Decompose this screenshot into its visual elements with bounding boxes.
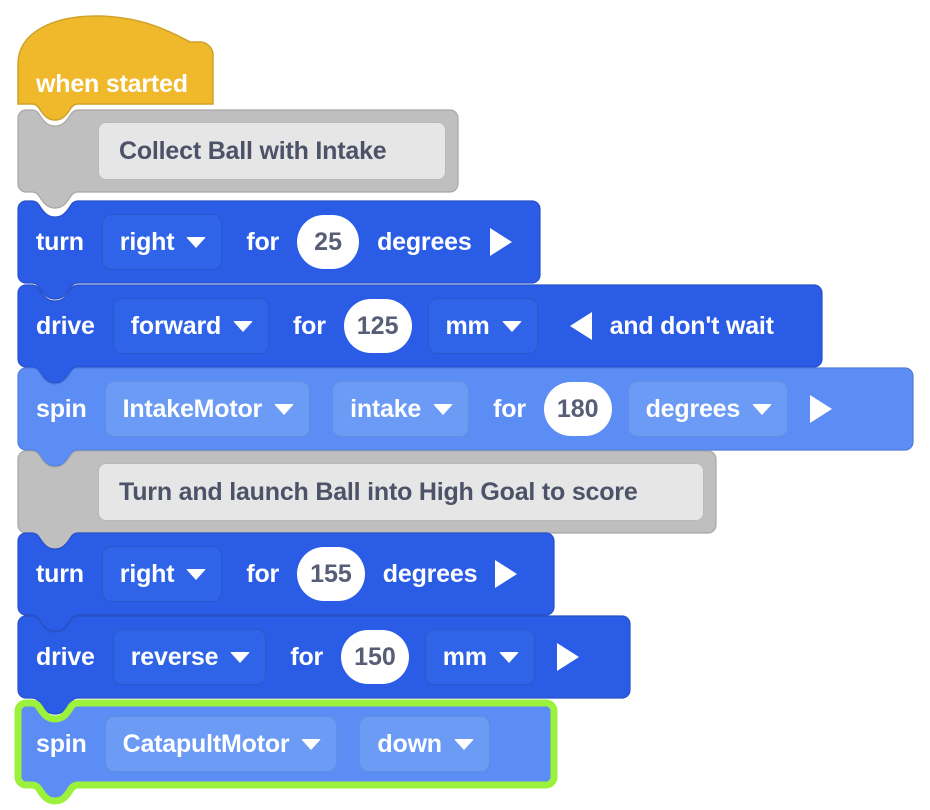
chevron-down-icon [186,236,207,248]
spin-unit-dropdown-1[interactable]: degrees [627,381,789,437]
turn-unit-label-1: degrees [377,227,472,256]
drive-distance-value-1: 125 [356,311,399,340]
comment-text-1: Collect Ball with Intake [119,136,387,165]
drive-direction-dropdown-2[interactable]: reverse [112,629,267,685]
spin-motor-dropdown-2[interactable]: CatapultMotor [104,716,338,772]
turn-block-content-2: turn right for 155 degrees [34,543,518,605]
chevron-down-icon [301,738,322,750]
spin-unit-value-1: degrees [645,394,741,423]
block-turn-right-155-degrees[interactable]: turn right for 155 degrees [17,532,555,632]
spin-verb-label-1: spin [36,394,87,423]
drive-unit-value-1: mm [445,311,490,340]
drive-unit-dropdown-1[interactable]: mm [427,298,538,354]
chevron-down-icon [498,651,519,663]
spin-for-label-1: for [493,394,526,423]
chevron-down-icon [230,651,251,663]
turn-degrees-input-2[interactable]: 155 [297,547,365,601]
turn-degrees-value-2: 155 [310,559,352,588]
triangle-left-icon[interactable] [569,312,592,340]
comment-text-field-1[interactable]: Collect Ball with Intake [98,122,446,180]
block-when-started[interactable]: when started [17,14,214,126]
spin-motor-value-2: CatapultMotor [122,729,290,758]
block-spin-catapultmotor-down[interactable]: spin CatapultMotor down [14,699,558,805]
spin-block-content-1: spin IntakeMotor intake for 180 degrees [34,378,833,440]
triangle-right-icon[interactable] [556,643,579,671]
turn-unit-label-2: degrees [382,559,478,588]
when-started-shape [17,15,214,121]
block-comment-turn-and-launch[interactable]: Turn and launch Ball into High Goal to s… [17,450,717,550]
chevron-down-icon [233,320,254,332]
spin-direction-dropdown-2[interactable]: down [359,716,490,772]
spin-verb-label-2: spin [36,729,87,758]
drive-unit-value-2: mm [442,642,487,671]
chevron-down-icon [433,403,454,415]
turn-for-label-1: for [246,227,280,256]
spin-direction-dropdown-1[interactable]: intake [332,381,470,437]
drive-verb-label-2: drive [36,642,95,671]
spin-direction-value-2: down [377,729,442,758]
turn-direction-value-2: right [119,559,175,588]
spin-motor-dropdown-1[interactable]: IntakeMotor [104,381,311,437]
drive-block-content-1: drive forward for 125 mm and don't wait [34,295,776,357]
spin-amount-input-1[interactable]: 180 [543,382,612,436]
block-drive-forward-125-mm[interactable]: drive forward for 125 mm and don't wait [17,284,823,384]
turn-direction-value-1: right [119,227,175,256]
drive-for-label-2: for [290,642,324,671]
triangle-right-icon[interactable] [495,560,518,588]
drive-unit-dropdown-2[interactable]: mm [424,629,535,685]
spin-block-content-2: spin CatapultMotor down [34,713,490,775]
comment-text-field-2[interactable]: Turn and launch Ball into High Goal to s… [98,463,704,521]
turn-direction-dropdown-1[interactable]: right [101,214,223,270]
block-turn-right-25-degrees[interactable]: turn right for 25 degrees [17,200,541,300]
spin-motor-value-1: IntakeMotor [122,394,263,423]
turn-verb-label-2: turn [36,559,84,588]
turn-for-label-2: for [246,559,280,588]
drive-distance-input-2[interactable]: 150 [341,630,409,684]
block-drive-reverse-150-mm[interactable]: drive reverse for 150 mm [17,615,631,715]
chevron-down-icon [186,568,207,580]
drive-tail-label-1: and don't wait [609,311,774,340]
triangle-right-icon[interactable] [810,395,833,423]
spin-direction-value-1: intake [350,394,422,423]
drive-direction-value-2: reverse [130,642,219,671]
drive-distance-input-1[interactable]: 125 [343,299,412,353]
when-started-label: when started [36,70,188,98]
turn-direction-dropdown-2[interactable]: right [101,546,223,602]
drive-distance-value-2: 150 [354,642,396,671]
comment-text-2: Turn and launch Ball into High Goal to s… [119,477,638,506]
chevron-down-icon [501,320,522,332]
drive-direction-dropdown-1[interactable]: forward [112,298,270,354]
turn-verb-label-1: turn [36,227,84,256]
turn-block-content-1: turn right for 25 degrees [34,211,512,273]
drive-block-content-2: drive reverse for 150 mm [34,626,579,688]
turn-degrees-value-1: 25 [314,227,342,256]
spin-amount-value-1: 180 [556,394,599,423]
chevron-down-icon [274,403,295,415]
triangle-right-icon[interactable] [489,228,512,256]
drive-for-label-1: for [293,311,326,340]
drive-direction-value-1: forward [130,311,222,340]
block-comment-collect-ball[interactable]: Collect Ball with Intake [17,109,459,209]
block-spin-intakemotor-180-degrees[interactable]: spin IntakeMotor intake for 180 degrees [17,367,914,467]
turn-degrees-input-1[interactable]: 25 [297,215,360,269]
chevron-down-icon [453,738,474,750]
chevron-down-icon [752,403,773,415]
drive-verb-label-1: drive [36,311,95,340]
